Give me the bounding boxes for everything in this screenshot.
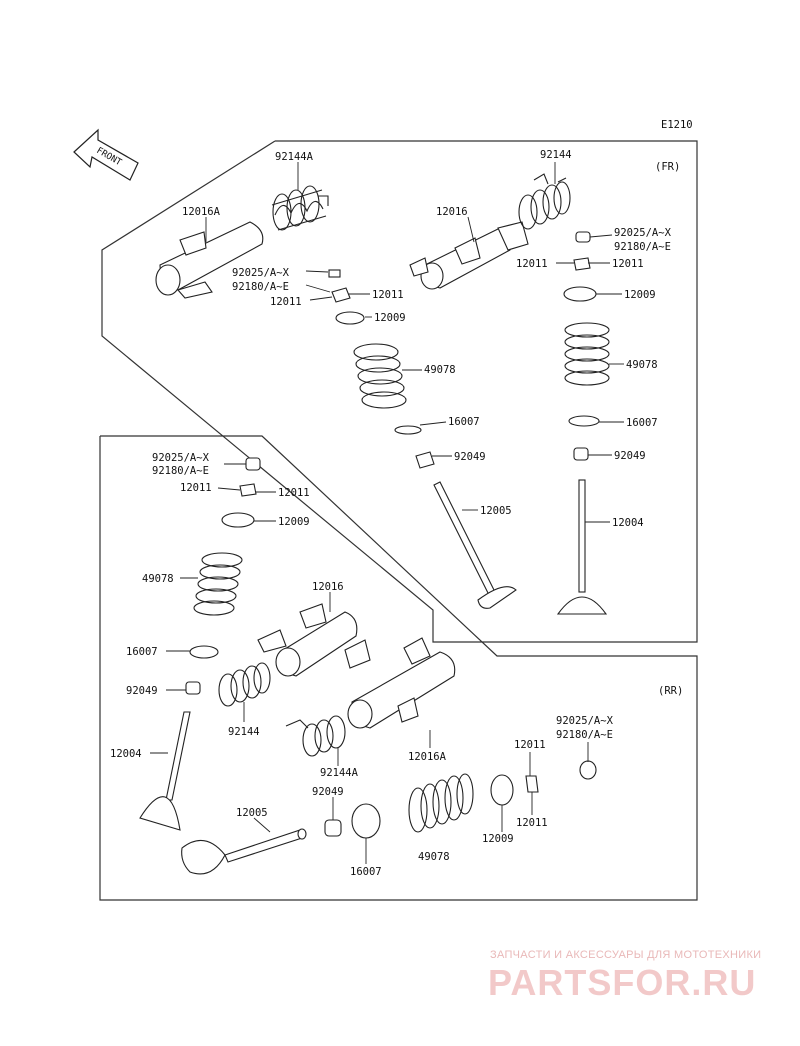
part-label: 92049 bbox=[614, 450, 646, 462]
cotter-92025-part bbox=[328, 269, 341, 278]
valve-12004-part bbox=[139, 711, 191, 831]
part-label: 12009 bbox=[374, 312, 406, 324]
part-label: 92049 bbox=[312, 786, 344, 798]
part-label: 92144A bbox=[275, 151, 314, 163]
part-label: 92144 bbox=[540, 149, 572, 161]
part-label: 92025/A~X bbox=[556, 715, 614, 727]
diagram-code: E1210 bbox=[661, 119, 693, 131]
part-label: 92180/A~E bbox=[556, 729, 613, 741]
seat-16007-part bbox=[394, 425, 422, 435]
part-label: 92144A bbox=[320, 767, 359, 779]
seal-92049-part bbox=[324, 819, 342, 837]
cotter-92025-part bbox=[579, 760, 597, 780]
part-label: 12009 bbox=[624, 289, 656, 301]
leader-lines bbox=[150, 162, 624, 864]
part-label: 12011 bbox=[270, 296, 302, 308]
part-label: 92180/A~E bbox=[614, 241, 671, 253]
part-label: 16007 bbox=[626, 417, 658, 429]
seat-16007-part bbox=[568, 415, 600, 427]
part-label: 12016 bbox=[436, 206, 468, 218]
seat-16007-part bbox=[351, 803, 381, 839]
watermark-tagline: ЗАПЧАСТИ И АКСЕССУАРЫ ДЛЯ МОТОТЕХНИКИ bbox=[490, 949, 762, 961]
part-label: 92049 bbox=[126, 685, 158, 697]
retainer-12009-part bbox=[335, 311, 365, 325]
part-label: 12004 bbox=[612, 517, 644, 529]
valve-spring-49078-part bbox=[353, 343, 407, 409]
fr-section-label: (FR) bbox=[655, 161, 680, 173]
part-label: 12011 bbox=[372, 289, 404, 301]
part-label: 92144 bbox=[228, 726, 260, 738]
retainer-12009-part bbox=[490, 774, 514, 806]
keeper-12011-part bbox=[331, 287, 351, 303]
keeper-12011-part bbox=[525, 775, 539, 793]
part-label: 12011 bbox=[516, 817, 548, 829]
part-label: 92025/A~X bbox=[614, 227, 672, 239]
keeper-12011-part bbox=[573, 257, 591, 271]
valve-spring-49078-part bbox=[408, 773, 474, 833]
part-label: 12011 bbox=[612, 258, 644, 270]
valve-12004-part bbox=[556, 479, 608, 615]
rr-section-frame bbox=[99, 435, 698, 901]
seal-92049-part bbox=[185, 681, 201, 695]
watermark-brand-logo: PARTSFOR.RU bbox=[488, 962, 757, 1003]
seal-92049-part bbox=[573, 447, 589, 461]
part-label: 49078 bbox=[626, 359, 658, 371]
cotter-92025-part bbox=[575, 231, 591, 243]
cotter-92025-part bbox=[245, 457, 261, 471]
seal-92049-part bbox=[415, 451, 435, 469]
rocker-arm-12016a-part bbox=[155, 221, 264, 299]
part-label: 16007 bbox=[126, 646, 158, 658]
part-label: 12016 bbox=[312, 581, 344, 593]
part-label: 16007 bbox=[350, 866, 382, 878]
torsion-spring-92144-part bbox=[518, 173, 571, 230]
part-number-labels: 92144A 12016A 92025/A~X 92180/A~E 12011 … bbox=[110, 149, 672, 878]
valve-12005-part bbox=[433, 481, 517, 609]
part-label: 12011 bbox=[278, 487, 310, 499]
rr-section-label: (RR) bbox=[658, 685, 683, 697]
part-label: 12005 bbox=[236, 807, 268, 819]
part-label: 12011 bbox=[514, 739, 546, 751]
part-label: 12011 bbox=[180, 482, 212, 494]
part-label: 12009 bbox=[482, 833, 514, 845]
keeper-12011-part bbox=[239, 483, 257, 497]
part-label: 12004 bbox=[110, 748, 142, 760]
part-label: 92049 bbox=[454, 451, 486, 463]
part-label: 12016A bbox=[408, 751, 447, 763]
part-label: 92180/A~E bbox=[152, 465, 209, 477]
rocker-arm-12016a-part bbox=[347, 637, 456, 729]
fr-section-frame bbox=[101, 140, 698, 643]
torsion-spring-92144a-part bbox=[271, 185, 329, 231]
retainer-12009-part bbox=[221, 512, 255, 528]
rocker-arm-12016-part bbox=[257, 603, 371, 677]
part-label: 92025/A~X bbox=[152, 452, 210, 464]
seat-16007-part bbox=[189, 645, 219, 659]
part-label: 49078 bbox=[424, 364, 456, 376]
part-label: 12005 bbox=[480, 505, 512, 517]
valve-spring-49078-part bbox=[193, 552, 243, 616]
part-label: 92025/A~X bbox=[232, 267, 290, 279]
part-label: 12009 bbox=[278, 516, 310, 528]
part-label: 12011 bbox=[516, 258, 548, 270]
part-label: 92180/A~E bbox=[232, 281, 289, 293]
retainer-12009-part bbox=[563, 286, 597, 302]
part-label: 49078 bbox=[418, 851, 450, 863]
torsion-spring-92144a-part bbox=[285, 715, 346, 757]
part-label: 12016A bbox=[182, 206, 221, 218]
front-arrow-icon: FRONT bbox=[73, 128, 139, 181]
rocker-arm-12016-part bbox=[409, 221, 529, 290]
part-label: 49078 bbox=[142, 573, 174, 585]
valve-12005-part bbox=[181, 828, 307, 875]
valve-spring-49078-part bbox=[564, 322, 610, 386]
torsion-spring-92144-part bbox=[218, 662, 271, 707]
part-label: 16007 bbox=[448, 416, 480, 428]
